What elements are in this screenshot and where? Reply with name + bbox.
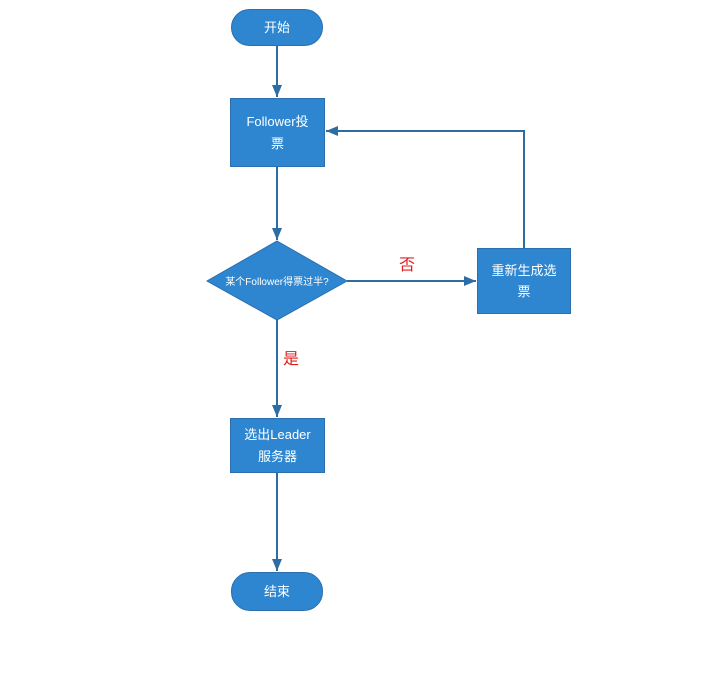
start-node: 开始 — [231, 9, 323, 46]
regenerate-ballot-node-label: 重新生成选票 — [491, 262, 557, 299]
decision-diamond — [205, 240, 349, 321]
start-node-label: 开始 — [263, 19, 290, 35]
edge-regenerate-to-follower — [326, 126, 525, 248]
no-branch-label: 否 — [399, 257, 416, 274]
regenerate-ballot-node: 重新生成选票 — [477, 248, 571, 314]
yes-branch-label: 是 — [283, 351, 300, 368]
elect-leader-node-label: 选出Leader服务器 — [244, 427, 311, 464]
elect-leader-node: 选出Leader服务器 — [230, 418, 325, 473]
follower-vote-node: Follower投票 — [230, 98, 325, 167]
end-node: 结束 — [231, 572, 323, 611]
follower-vote-node-label: Follower投票 — [246, 114, 309, 151]
end-node-label: 结束 — [263, 583, 290, 599]
